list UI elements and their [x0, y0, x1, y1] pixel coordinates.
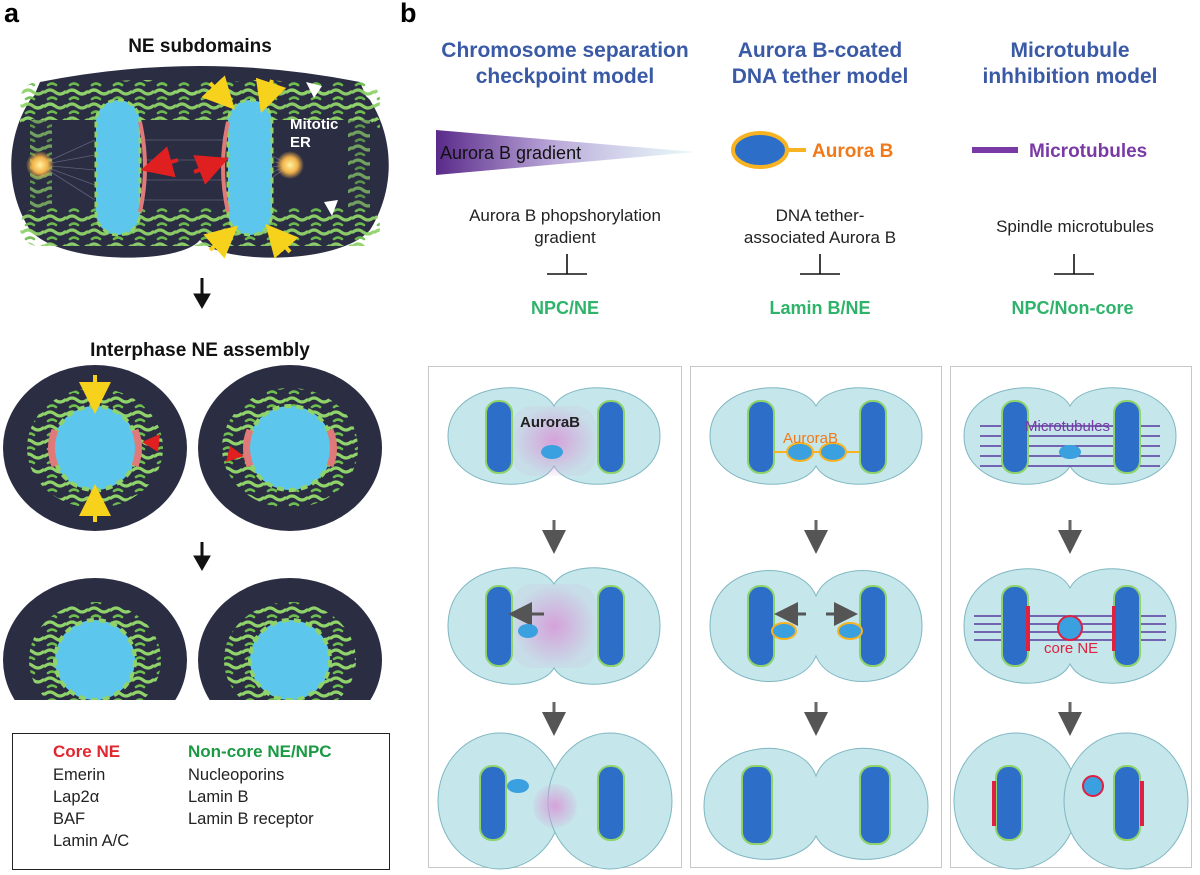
interphase-cell-left-2: [3, 578, 187, 700]
checkpoint-cell-2: [447, 567, 661, 685]
panel-a-illustration: [3, 66, 389, 700]
mechanism-checkpoint: Aurora B phopshorylation gradient: [469, 206, 661, 247]
noncore-item: Lamin B: [188, 788, 249, 806]
dividing-cell: [11, 66, 389, 259]
target-npc-noncore: NPC/Non-core: [1011, 298, 1134, 318]
noncore-item: Nucleoporins: [188, 766, 285, 784]
core-ne-legend: Core NE Emerin Lap2α BAF Lamin A/C: [53, 742, 203, 852]
interphase-cell-right-1: [198, 365, 382, 531]
panel-b-cells: [437, 387, 1189, 870]
tether-cell-3: [703, 747, 929, 860]
checkpoint-cell-3: [437, 732, 673, 870]
core-ne-cell-label: core NE: [1044, 640, 1099, 657]
model-title-checkpoint: Chromosome separation checkpoint model: [441, 39, 689, 88]
tether-cell-2: [709, 570, 923, 682]
mitotic-er-label: Mitotic ER: [290, 116, 339, 151]
core-item: BAF: [53, 810, 86, 828]
target-npc-ne: NPC/NE: [530, 298, 599, 318]
mechanism-microtubule: Spindle microtubules: [996, 217, 1154, 236]
auroraB-cell-label: AuroraB: [520, 414, 581, 431]
microtubule-cell-2: [963, 568, 1177, 684]
interphase-cell-left-1: [3, 365, 187, 531]
mechanism-dna-tether: DNA tether- associated Aurora B: [743, 206, 897, 247]
auroraB-tether-cell-label: AuroraB: [783, 430, 839, 447]
core-item: Lamin A/C: [53, 832, 130, 850]
ne-subdomains-heading: NE subdomains: [128, 36, 272, 57]
core-ne-heading: Core NE: [53, 742, 121, 761]
interphase-cell-right-2: [198, 578, 382, 700]
aurora-gradient-label: Aurora B gradient: [440, 143, 582, 163]
microtubule-cell-1: [963, 387, 1177, 485]
inhibition-symbols: [547, 254, 1094, 275]
panel-a-letter: a: [4, 0, 20, 28]
panel-b-letter: b: [400, 0, 417, 28]
tether-cell-1: [709, 387, 923, 485]
legend-box: Core NE Emerin Lap2α BAF Lamin A/C Non-c…: [12, 733, 390, 870]
arrow-down-2: [193, 542, 211, 572]
model-title-microtubule: Microtubule inhhibition model: [982, 39, 1158, 88]
target-lamin-b-ne: Lamin B/NE: [769, 298, 871, 318]
core-item: Emerin: [53, 766, 106, 784]
interphase-ne-assembly-heading: Interphase NE assembly: [90, 340, 310, 361]
aurora-b-label: Aurora B: [812, 141, 894, 162]
noncore-item: Lamin B receptor: [188, 810, 314, 828]
microtubules-cell-label: Microtubules: [1025, 418, 1111, 435]
noncore-heading: Non-core NE/NPC: [188, 742, 332, 761]
microtubule-cell-3: [953, 732, 1189, 870]
model-title-dna-tether: Aurora B-coated DNA tether model: [731, 39, 909, 88]
microtubules-label: Microtubules: [1029, 141, 1148, 162]
checkpoint-cell-1: [447, 387, 661, 485]
noncore-ne-legend: Non-core NE/NPC Nucleoporins Lamin B Lam…: [188, 742, 383, 830]
arrow-down-1: [193, 278, 211, 310]
model-symbols: [436, 130, 1018, 175]
aurora-tether-icon: [731, 131, 789, 169]
core-item: Lap2α: [53, 788, 100, 806]
aurora-gradient-wedge: [436, 130, 695, 175]
